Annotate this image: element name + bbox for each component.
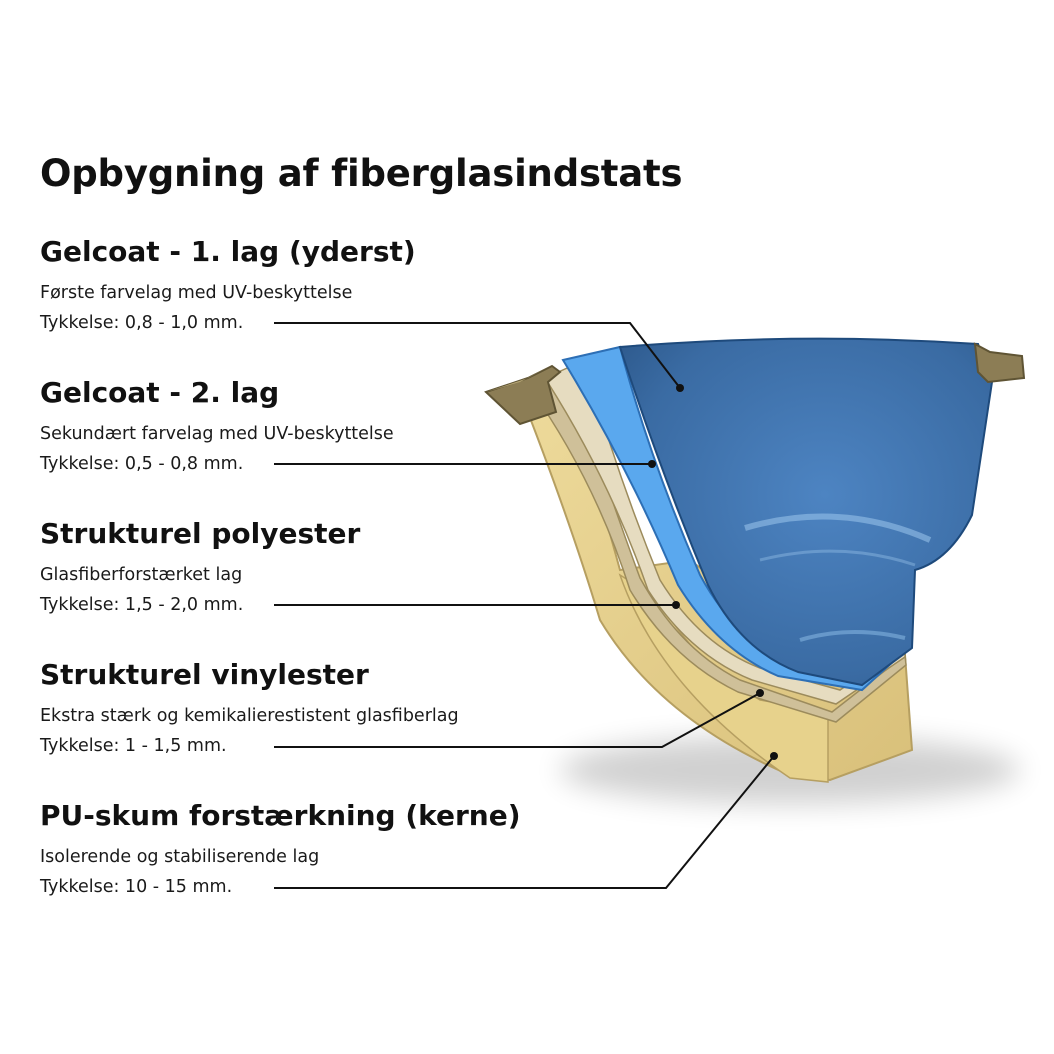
right-rim <box>973 342 1026 384</box>
floor-shadow <box>560 736 1020 804</box>
layer-thickness: Tykkelse: 10 - 15 mm. <box>40 877 233 897</box>
basin-floor-highlight <box>799 629 906 642</box>
gelcoat-outer-basin <box>618 337 994 687</box>
layer-thickness: Tykkelse: 0,8 - 1,0 mm. <box>40 313 244 333</box>
gelcoat-inner-layer <box>561 345 910 692</box>
pu-foam-front-face <box>618 573 829 783</box>
leader-dot <box>756 689 764 697</box>
layer-name: PU-skum forstærkning (kerne) <box>40 799 521 832</box>
leader-dot <box>648 460 656 468</box>
layer-vinylester: Strukturel vinylester Ekstra stærk og ke… <box>40 657 600 761</box>
layer-description: Ekstra stærk og kemikalierestistent glas… <box>40 706 459 726</box>
layer-description: Glasfiberforstærket lag <box>40 565 243 585</box>
layer-name: Gelcoat - 2. lag <box>40 376 280 409</box>
leader-dot <box>770 752 778 760</box>
basin-highlight <box>744 513 932 543</box>
layer-thickness: Tykkelse: 1,5 - 2,0 mm. <box>40 595 244 615</box>
layer-description: Isolerende og stabiliserende lag <box>40 847 320 867</box>
layer-thickness: Tykkelse: 0,5 - 0,8 mm. <box>40 454 244 474</box>
layer-gelcoat-inner: Gelcoat - 2. lag Sekundært farvelag med … <box>40 375 600 479</box>
layer-polyester: Strukturel polyester Glasfiberforstærket… <box>40 516 600 620</box>
page-title: Opbygning af fiberglasindstats <box>40 152 683 195</box>
layer-pu-foam: PU-skum forstærkning (kerne) Isolerende … <box>40 798 600 902</box>
layer-description: Første farvelag med UV-beskyttelse <box>40 283 353 303</box>
basin-highlight <box>759 549 916 567</box>
leader-dot <box>676 384 684 392</box>
layer-gelcoat-outer: Gelcoat - 1. lag (yderst) Første farvela… <box>40 234 600 338</box>
leader-dot <box>672 601 680 609</box>
layer-name: Strukturel polyester <box>40 517 361 550</box>
layer-description: Sekundært farvelag med UV-beskyttelse <box>40 424 394 444</box>
layer-name: Strukturel vinylester <box>40 658 369 691</box>
layer-thickness: Tykkelse: 1 - 1,5 mm. <box>40 736 227 756</box>
layer-name: Gelcoat - 1. lag (yderst) <box>40 235 416 268</box>
